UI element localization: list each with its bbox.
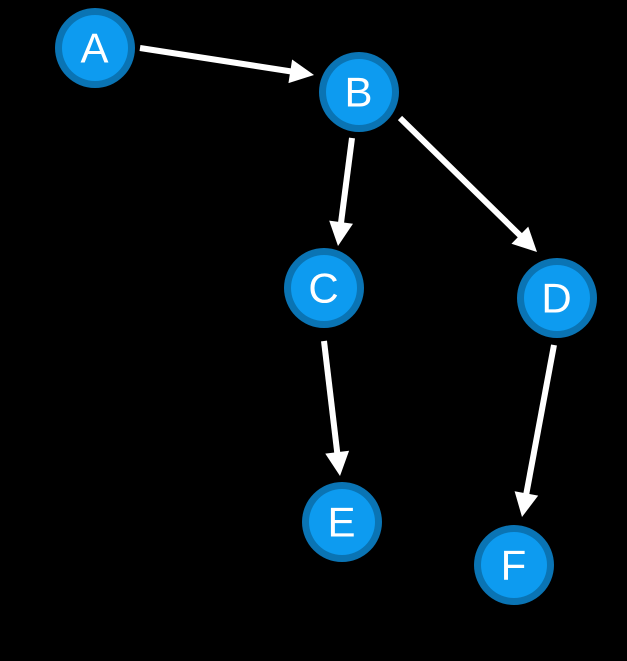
node-fill — [291, 255, 357, 321]
edge-C-E — [321, 340, 350, 476]
edge-A-B — [139, 45, 314, 84]
node-label: E — [327, 499, 356, 546]
arrowhead-icon — [288, 59, 314, 84]
node-B[interactable]: B — [319, 52, 399, 132]
edge-D-F — [514, 344, 557, 517]
node-fill — [62, 15, 128, 81]
node-label: A — [80, 25, 109, 72]
edge-B-D — [397, 115, 537, 252]
node-F[interactable]: F — [474, 525, 554, 605]
arrowhead-icon — [511, 226, 537, 252]
edge-line — [337, 137, 355, 225]
node-label: F — [501, 542, 528, 589]
node-C[interactable]: C — [284, 248, 364, 328]
edge-line — [321, 340, 341, 455]
node-fill — [481, 532, 547, 598]
edge-line — [523, 344, 557, 496]
arrowhead-icon — [514, 491, 539, 517]
arrowhead-icon — [329, 220, 353, 246]
node-fill — [326, 59, 392, 125]
node-fill — [309, 489, 375, 555]
arrowhead-icon — [325, 450, 350, 476]
edge-line — [139, 45, 293, 75]
node-label: B — [344, 69, 373, 116]
node-label: D — [541, 275, 572, 322]
node-E[interactable]: E — [302, 482, 382, 562]
edge-line — [397, 115, 524, 239]
edge-B-C — [329, 137, 355, 246]
node-fill — [524, 265, 590, 331]
node-label: C — [308, 265, 339, 312]
node-A[interactable]: A — [55, 8, 135, 88]
node-D[interactable]: D — [517, 258, 597, 338]
